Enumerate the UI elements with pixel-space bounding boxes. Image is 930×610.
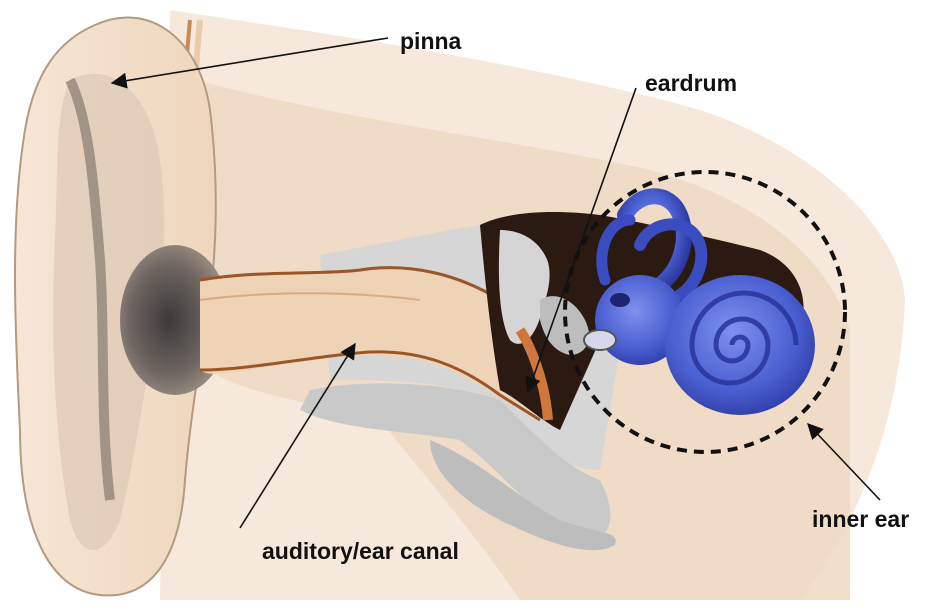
- auditory-canal-label: auditory/ear canal: [262, 540, 459, 563]
- eardrum-label: eardrum: [645, 72, 737, 95]
- cochlea: [665, 275, 815, 415]
- pinna-label: pinna: [400, 30, 461, 53]
- inner-ear-label: inner ear: [812, 508, 909, 531]
